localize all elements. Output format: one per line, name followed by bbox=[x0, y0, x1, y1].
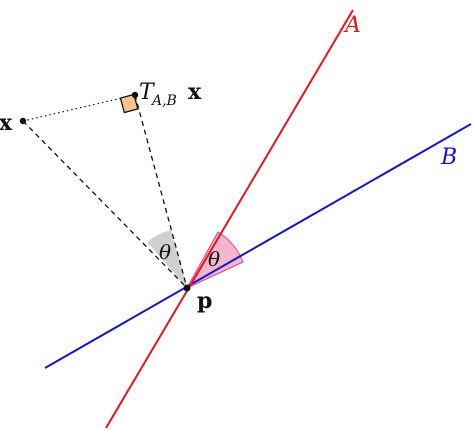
line-b bbox=[44, 123, 472, 369]
dashed-projection-to-p bbox=[134, 94, 188, 289]
label-theta-right: θ bbox=[208, 247, 220, 271]
label-point-p: p bbox=[197, 288, 212, 314]
point-p-dot bbox=[183, 284, 191, 292]
label-theta-left: θ bbox=[159, 240, 171, 264]
label-projection: T A,B x bbox=[139, 79, 202, 109]
right-angle-marker bbox=[119, 93, 139, 114]
dashed-x-to-p bbox=[22, 120, 188, 289]
label-projection-x: x bbox=[188, 79, 202, 105]
point-projection-dot bbox=[131, 91, 139, 99]
label-line-b: B bbox=[440, 145, 457, 170]
dotted-x-to-projection bbox=[22, 94, 136, 122]
label-line-a: A bbox=[343, 13, 361, 38]
angle-theta-red bbox=[185, 231, 244, 290]
point-x-dot bbox=[19, 117, 27, 125]
line-a bbox=[105, 9, 354, 429]
label-point-x: x bbox=[0, 110, 13, 136]
label-projection-t: T bbox=[139, 80, 156, 105]
angle-theta-gray bbox=[147, 230, 187, 288]
label-projection-subscript: A,B bbox=[150, 93, 177, 109]
